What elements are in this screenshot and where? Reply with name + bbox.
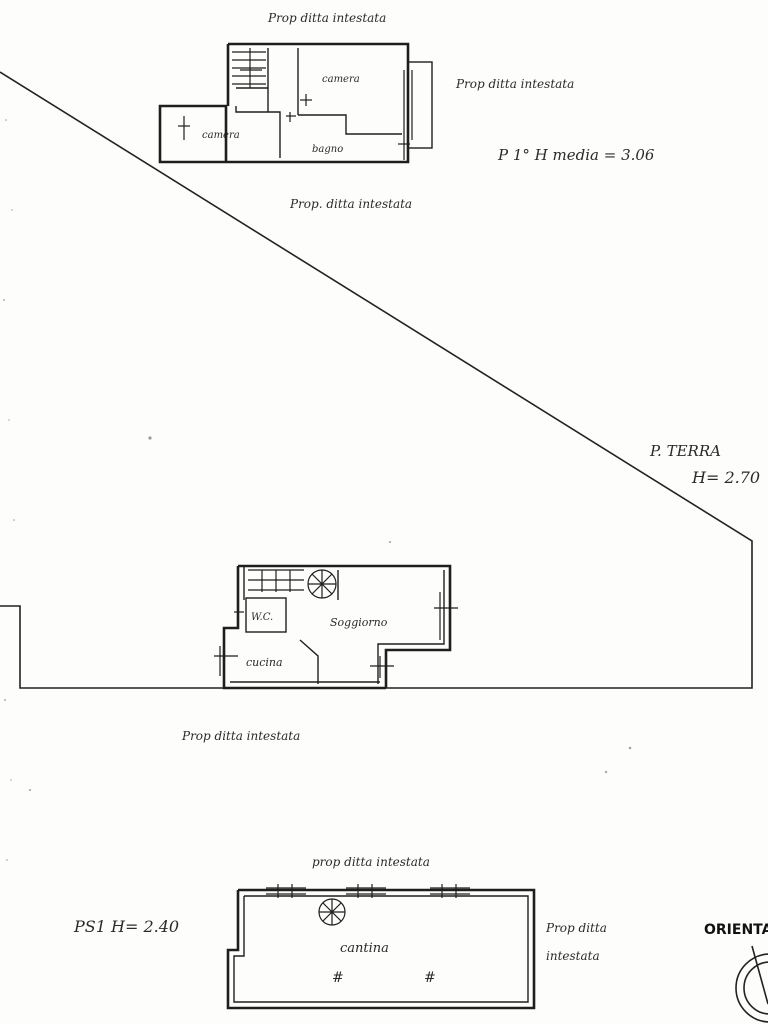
basement-stair — [318, 898, 346, 926]
room-label-cantina: cantina — [340, 941, 389, 956]
site-boundary — [0, 71, 753, 689]
basement-plan: # # cantina — [226, 884, 536, 1010]
ground-floor-height: H= 2.70 — [691, 468, 760, 487]
room-label-wc: W.C. — [251, 612, 273, 623]
first-floor-plan: camera camera bagno — [158, 42, 433, 164]
basement-pillars: # # — [332, 970, 436, 986]
basement-title: PS1 H= 2.40 — [73, 917, 179, 936]
first-floor-stair — [232, 48, 266, 88]
neighbour-label-right-basement-1: Prop ditta — [545, 921, 607, 935]
basement-windows — [266, 884, 470, 898]
neighbour-label-top-basement: prop ditta intestata — [312, 855, 430, 869]
ground-floor-title: P. TERRA — [649, 442, 721, 460]
room-label-bagno: bagno — [312, 144, 343, 155]
ground-floor-windows — [214, 592, 458, 678]
ground-floor-plan: W.C. Soggiorno cucina — [214, 564, 458, 690]
scan-speckle — [3, 119, 632, 861]
neighbour-label-bottom-first: Prop. ditta intestata — [289, 197, 412, 211]
neighbour-label-right-first: Prop ditta intestata — [455, 77, 574, 91]
room-label-camera-right: camera — [322, 74, 360, 85]
neighbour-label-top-first: Prop ditta intestata — [267, 11, 386, 25]
orientation-compass — [735, 945, 768, 1023]
room-label-camera-left: camera — [202, 130, 240, 141]
ground-floor-stair — [248, 569, 337, 599]
first-floor-title: P 1° H media = 3.06 — [497, 146, 655, 164]
neighbour-label-right-basement-2: intestata — [546, 949, 600, 963]
room-label-soggiorno: Soggiorno — [330, 616, 388, 629]
orientation-label: ORIENTA — [704, 922, 768, 938]
first-floor-windows — [178, 70, 413, 160]
room-label-cucina: cucina — [246, 656, 283, 669]
svg-text:#: # — [332, 970, 344, 986]
svg-text:#: # — [424, 970, 436, 986]
neighbour-label-bottom-ground: Prop ditta intestata — [181, 729, 300, 743]
